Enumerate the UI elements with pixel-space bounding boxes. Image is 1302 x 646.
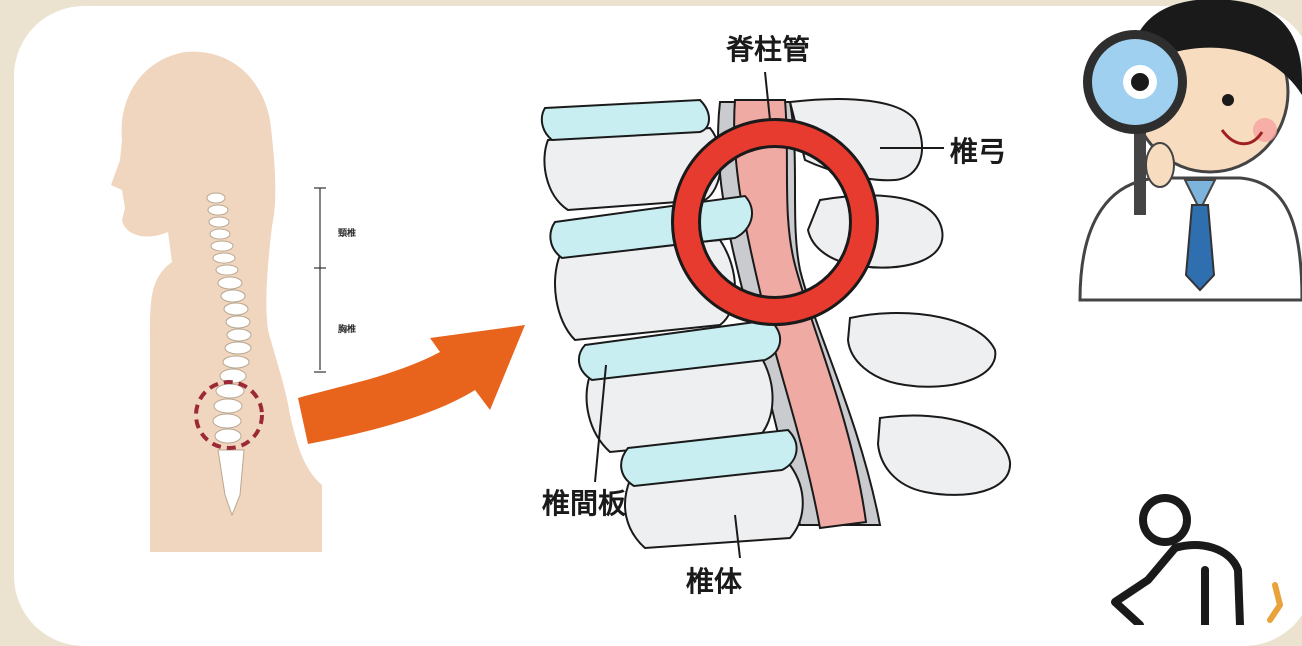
illustration-canvas xyxy=(0,0,1302,625)
doctor-icon xyxy=(1080,0,1302,300)
vertebral-arch-label: 椎弓 xyxy=(950,130,1006,170)
body-silhouette xyxy=(111,52,322,552)
arrow-icon xyxy=(298,325,525,444)
body-shape xyxy=(111,52,322,552)
spinal-canal-label: 脊柱管 xyxy=(726,28,810,68)
intervertebral-disc-label: 椎間板 xyxy=(542,482,626,522)
cervical-label: 頸椎 xyxy=(338,226,356,239)
region-brackets xyxy=(314,188,326,372)
thoracic-label: 胸椎 xyxy=(338,322,356,335)
vertebral-body-label: 椎体 xyxy=(686,560,742,600)
hunched-figure-icon xyxy=(1115,498,1280,625)
